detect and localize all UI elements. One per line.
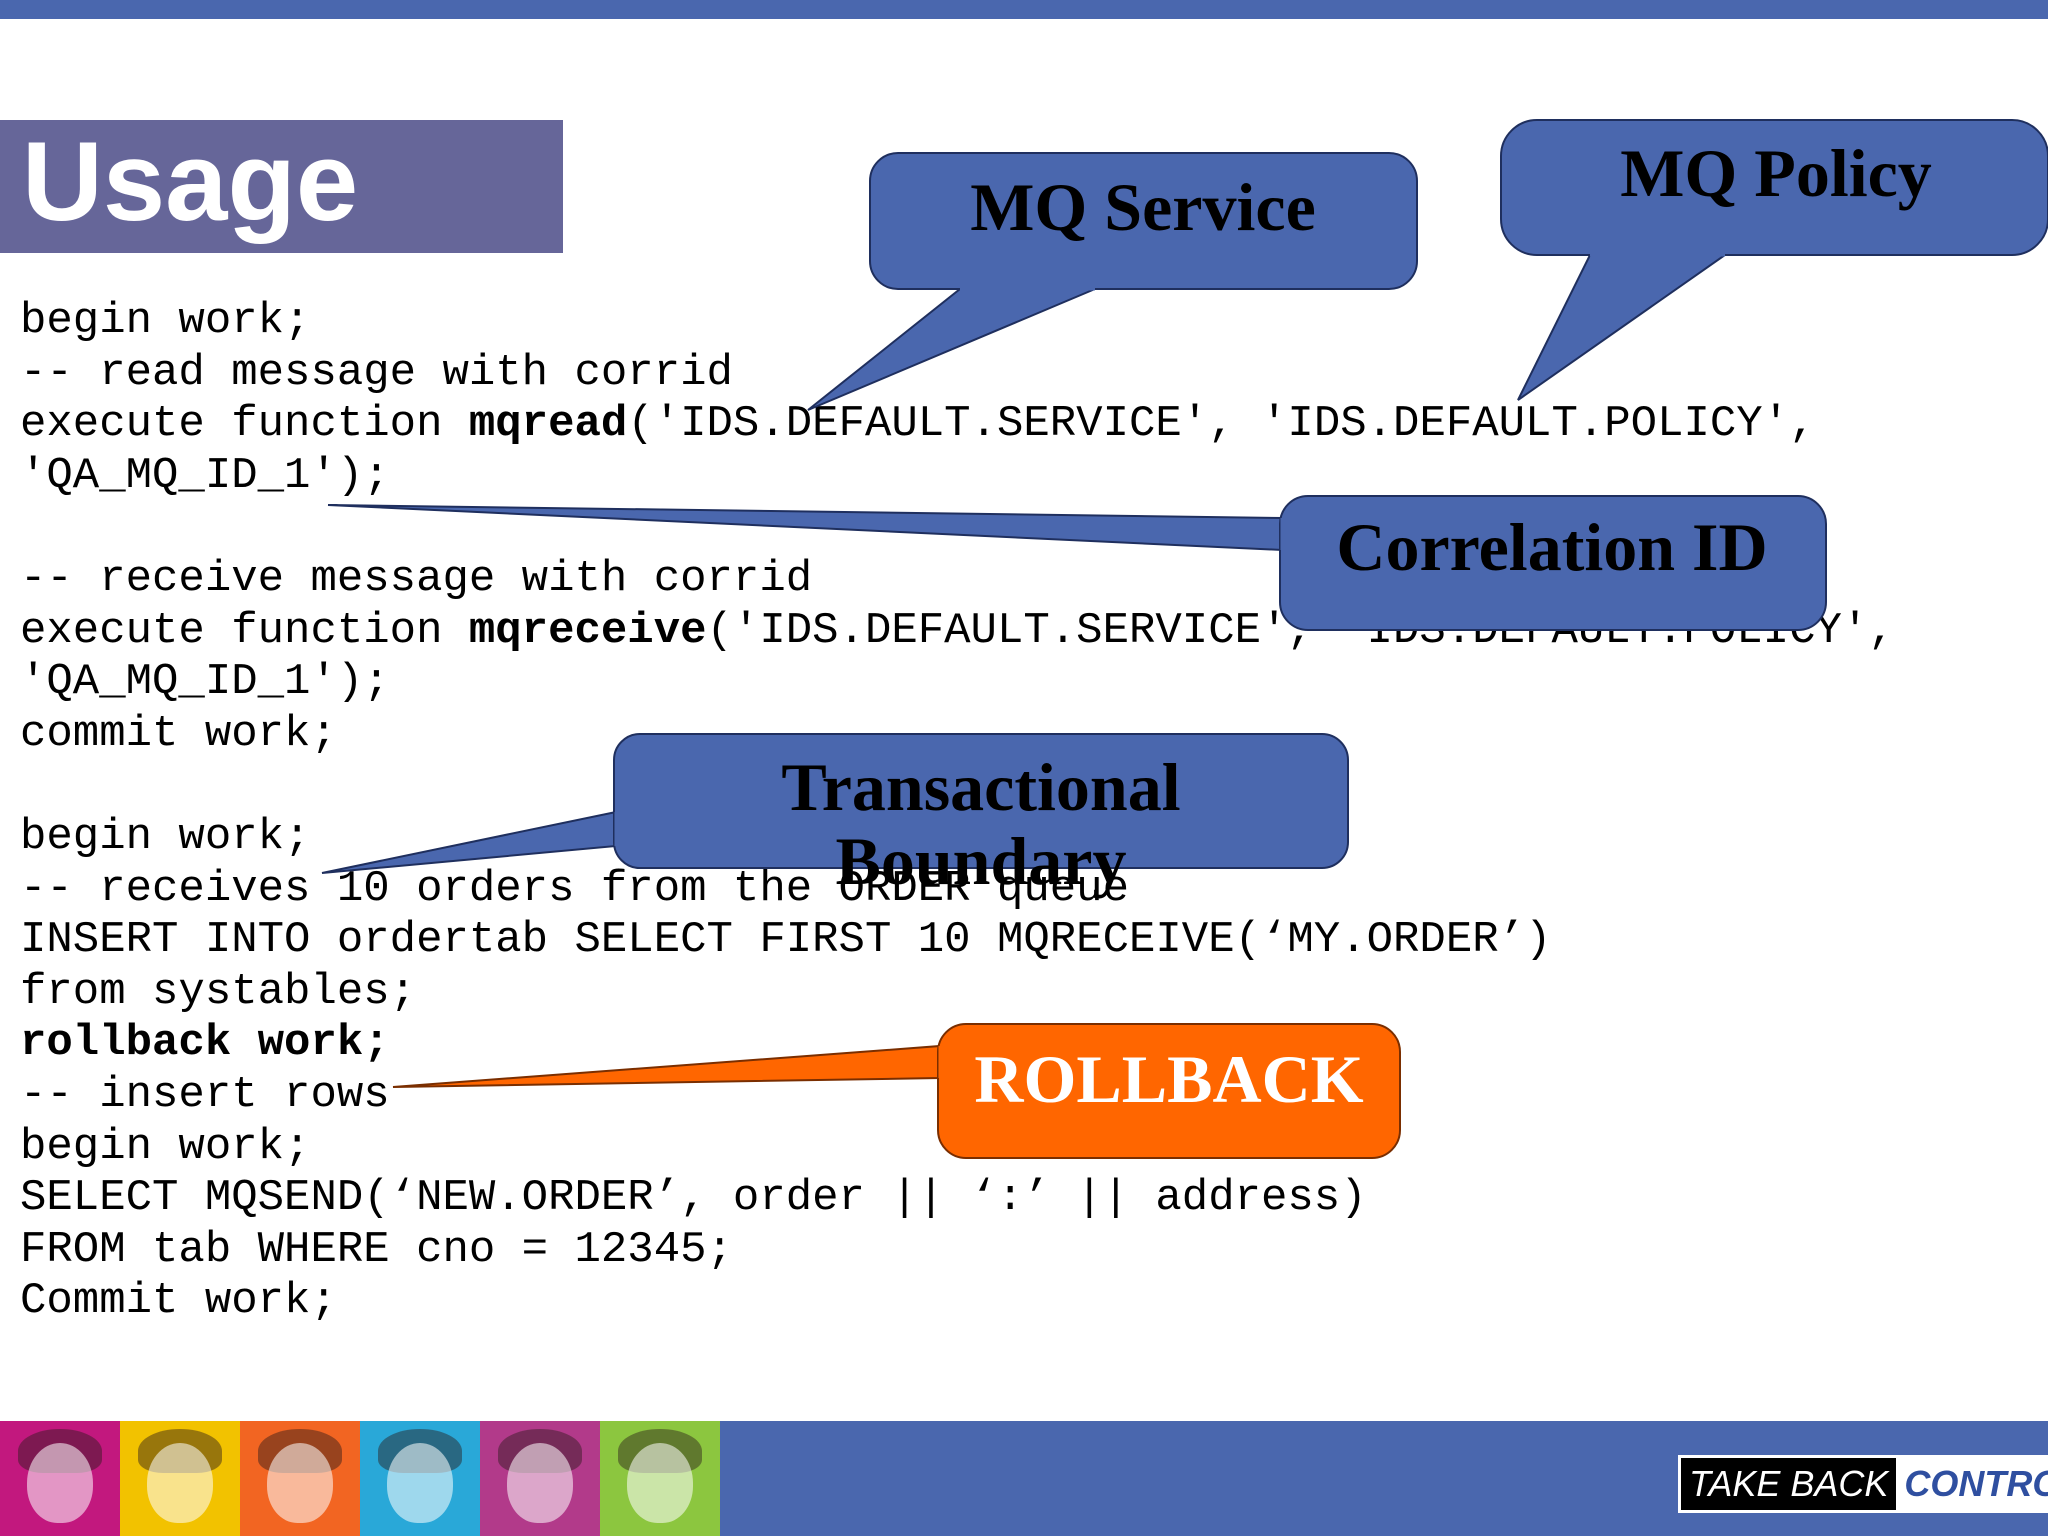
code-line: -- insert rows — [20, 1070, 1895, 1122]
callout-label: Transactional — [781, 749, 1180, 825]
callout-box — [613, 733, 1349, 869]
callout-rollback: ROLLBACK — [392, 1023, 1401, 1159]
code-text: -- receives 10 orders from the ORDER que… — [20, 863, 1129, 914]
callout-label: Correlation ID — [1336, 509, 1767, 585]
code-text: execute function — [20, 399, 469, 450]
code-line: begin work; — [20, 812, 1895, 864]
code-text: -- insert rows — [20, 1069, 390, 1120]
code-line: from systables; — [20, 967, 1895, 1019]
code-line: 'QA_MQ_ID_1'); — [20, 657, 1895, 709]
code-line: Commit work; — [20, 1276, 1895, 1328]
code-line: INSERT INTO ordertab SELECT FIRST 10 MQR… — [20, 915, 1895, 967]
code-text: commit work; — [20, 708, 337, 759]
people-photo-strip — [0, 1421, 720, 1536]
callout-pointer — [807, 288, 1096, 411]
callout-pointer — [321, 810, 617, 874]
person-face — [627, 1443, 693, 1523]
code-line: FROM tab WHERE cno = 12345; — [20, 1225, 1895, 1277]
person-face — [387, 1443, 453, 1523]
callout-box — [937, 1023, 1401, 1159]
callout-box — [1279, 495, 1827, 631]
code-keyword: mqreceive — [468, 605, 707, 656]
person-face — [147, 1443, 213, 1523]
code-line: 'QA_MQ_ID_1'); — [20, 451, 1895, 503]
slide-title: Usage — [22, 119, 359, 244]
callout-box — [869, 152, 1418, 290]
code-line: SELECT MQSEND(‘NEW.ORDER’, order || ‘:’ … — [20, 1173, 1895, 1225]
callout-label: ROLLBACK — [974, 1041, 1363, 1117]
code-text: Commit work; — [20, 1276, 337, 1327]
code-text: begin work; — [20, 811, 311, 862]
code-text: ('IDS.DEFAULT.SERVICE', 'IDS.DEFAULT.POL… — [627, 399, 1816, 450]
take-back-control-logo: TAKE BACK CONTROL — [1678, 1455, 2048, 1513]
code-line: begin work; — [20, 1122, 1895, 1174]
code-line: -- receives 10 orders from the ORDER que… — [20, 864, 1895, 916]
person-photo — [480, 1421, 600, 1536]
callout-label: MQ Service — [970, 169, 1316, 245]
code-text: begin work; — [20, 1121, 311, 1172]
code-text: from systables; — [20, 966, 417, 1017]
code-text: begin work; — [20, 296, 311, 346]
code-line: execute function mqread('IDS.DEFAULT.SER… — [20, 399, 1895, 451]
code-text: 'QA_MQ_ID_1'); — [20, 450, 390, 501]
person-photo — [0, 1421, 120, 1536]
code-text: execute function — [20, 605, 469, 656]
code-keyword: rollback work; — [20, 1018, 390, 1069]
person-photo — [120, 1421, 240, 1536]
person-face — [507, 1443, 573, 1523]
code-line: begin work; — [20, 296, 1895, 348]
title-banner — [0, 120, 563, 253]
callout-box — [1500, 119, 2048, 256]
code-line: commit work; — [20, 709, 1895, 761]
callout-pointer — [392, 1044, 941, 1088]
callout-mq-policy: MQ Policy — [1500, 119, 2048, 401]
code-text: -- receive message with corrid — [20, 553, 813, 604]
person-face — [267, 1443, 333, 1523]
code-text: INSERT INTO ordertab SELECT FIRST 10 MQR… — [20, 915, 1552, 966]
code-text: -- read message with corrid — [20, 347, 733, 398]
top-accent-bar — [0, 0, 2048, 19]
callout-pointer — [327, 504, 1283, 552]
code-text: 'QA_MQ_ID_1'); — [20, 657, 390, 708]
logo-control: CONTROL — [1896, 1458, 2048, 1510]
code-text: SELECT MQSEND(‘NEW.ORDER’, order || ‘:’ … — [20, 1173, 1367, 1224]
callout-label: Boundary — [836, 823, 1127, 899]
code-keyword: mqread — [468, 399, 628, 450]
callout-correlation-id: Correlation ID — [327, 495, 1827, 631]
callout-label: MQ Policy — [1620, 135, 1932, 211]
callout-mq-service: MQ Service — [807, 152, 1418, 411]
person-photo — [600, 1421, 720, 1536]
code-line: -- read message with corrid — [20, 348, 1895, 400]
code-line: rollback work; — [20, 1018, 1895, 1070]
person-photo — [360, 1421, 480, 1536]
code-line: -- receive message with corrid — [20, 554, 1895, 606]
callout-pointer — [1517, 254, 1729, 401]
person-photo — [240, 1421, 360, 1536]
person-face — [27, 1443, 93, 1523]
code-text: FROM tab WHERE cno = 12345; — [20, 1224, 733, 1275]
logo-take-back: TAKE BACK — [1681, 1458, 1897, 1510]
